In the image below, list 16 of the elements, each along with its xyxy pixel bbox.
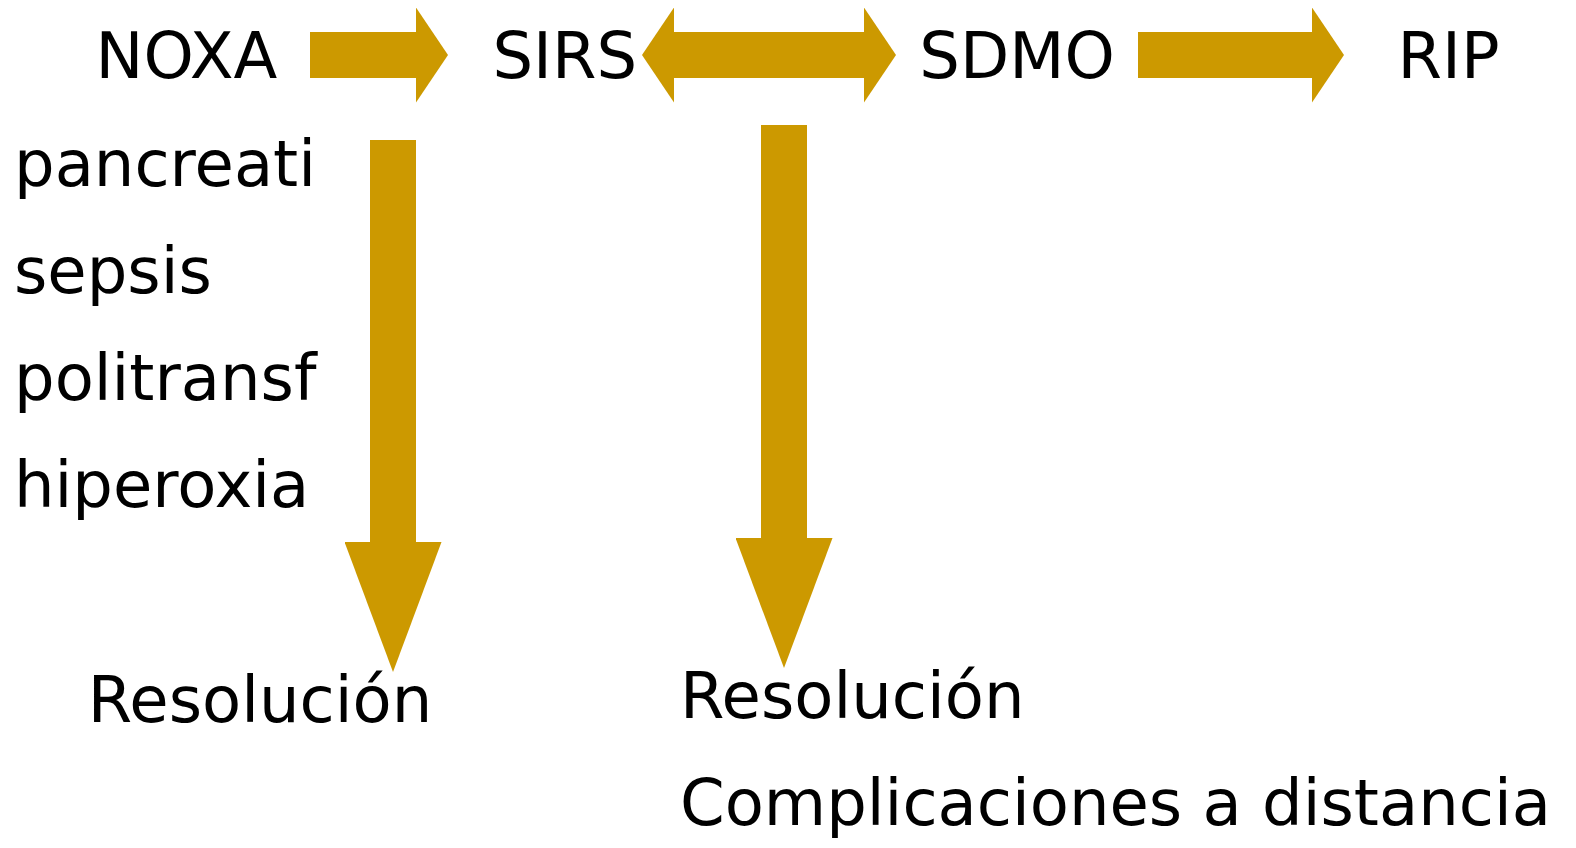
node-label: RIP — [1397, 20, 1500, 92]
node-label: Complicaciones a distancia — [680, 767, 1551, 839]
node-label: SIRS — [492, 20, 637, 92]
cause-label: pancreati — [14, 128, 317, 200]
node-label: Resolución — [680, 660, 1025, 732]
block-arrow — [310, 7, 448, 103]
block-arrow — [735, 125, 833, 668]
cause-label: politransf — [14, 342, 317, 414]
node-label: SDMO — [919, 20, 1115, 92]
cause-label: hiperoxia — [14, 449, 311, 521]
block-arrow — [344, 140, 442, 672]
block-arrow — [1138, 7, 1344, 103]
cause-label: sepsis — [14, 235, 213, 307]
node-label: Resolución — [87, 664, 433, 736]
block-arrow — [642, 7, 896, 103]
node-label: NOXA — [95, 20, 278, 92]
